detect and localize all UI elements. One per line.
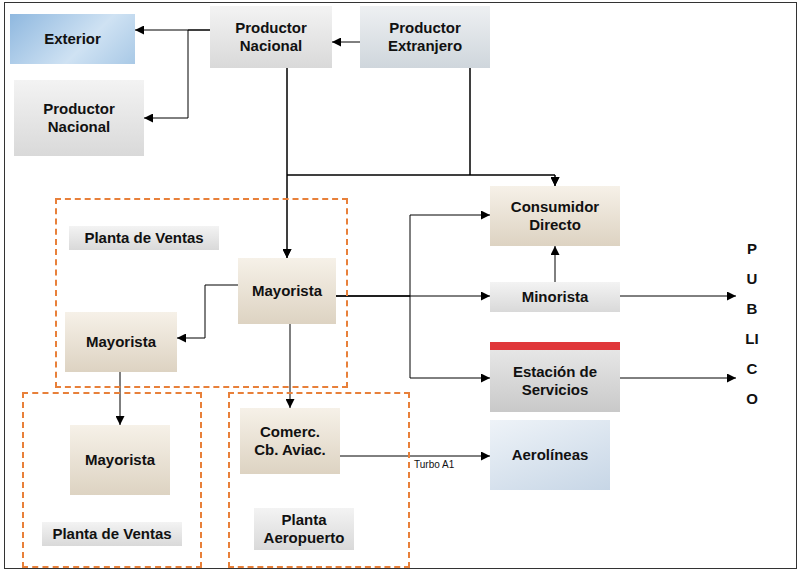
node-text: Comerc. Cb. Aviac. — [246, 423, 334, 459]
node-text: Mayorista — [82, 451, 158, 469]
node-text: Mayorista — [249, 282, 325, 300]
flow-arrow — [336, 215, 490, 296]
public-label: PUBLICO — [736, 232, 768, 416]
wholesaler-box: Mayorista — [65, 312, 177, 372]
airline-box: Aerolíneas — [490, 420, 610, 490]
flow-arrow — [620, 296, 736, 297]
node-text: Productor Nacional — [216, 19, 326, 55]
flow-arrow — [177, 285, 238, 338]
node-text: Consumidor Directo — [496, 198, 614, 234]
frame-rect — [5, 3, 797, 569]
wholesaler-box: Mayorista — [70, 425, 170, 495]
flow-arrow — [290, 324, 291, 408]
flow-arrow — [470, 68, 555, 186]
flow-arrow — [340, 456, 490, 457]
node-text: PUBLICO — [745, 234, 760, 414]
node-text: Estación de Servicios — [496, 363, 614, 399]
flow-arrow — [120, 372, 121, 425]
node-text: Exterior — [41, 30, 104, 48]
wholesaler-box: Mayorista — [238, 258, 336, 324]
node-text: Aerolíneas — [509, 446, 592, 464]
flow-arrow — [555, 246, 556, 282]
facility-label: Planta Aeropuerto — [254, 508, 354, 550]
node-text: Mayorista — [83, 333, 159, 351]
aviation-fuel-box: Comerc. Cb. Aviac. — [240, 408, 340, 474]
flow-arrow — [144, 30, 210, 118]
edge-label: Turbo A1 — [412, 459, 456, 470]
retailer-box: Minorista — [490, 282, 620, 312]
flow-arrow — [287, 68, 555, 186]
facility-label: Planta de Ventas — [42, 522, 182, 546]
producer-box: Productor Nacional — [210, 6, 332, 68]
flow-arrow — [336, 296, 490, 378]
flow-arrow — [332, 42, 360, 43]
flow-arrow — [287, 68, 470, 258]
service-station-box: Estación de Servicios — [490, 342, 620, 412]
node-text: Productor Extranjero — [366, 19, 484, 55]
facility-label: Planta de Ventas — [69, 226, 219, 250]
company-group: Planta de VentasMayoristaMayorista — [55, 198, 348, 388]
producer-box: Productor Nacional — [14, 80, 144, 156]
company-group: Planta Aeropuerto Comerc. Cb. Aviac. — [228, 392, 410, 568]
producer-box: Productor Extranjero — [360, 6, 490, 68]
company-group: Planta de Ventas Mayorista — [22, 392, 202, 568]
consumer-box: Consumidor Directo — [490, 186, 620, 246]
node-text: Minorista — [519, 288, 592, 306]
destination-box: Exterior — [10, 14, 135, 64]
node-text: Productor Nacional — [20, 100, 138, 136]
flow-arrow — [620, 378, 736, 379]
